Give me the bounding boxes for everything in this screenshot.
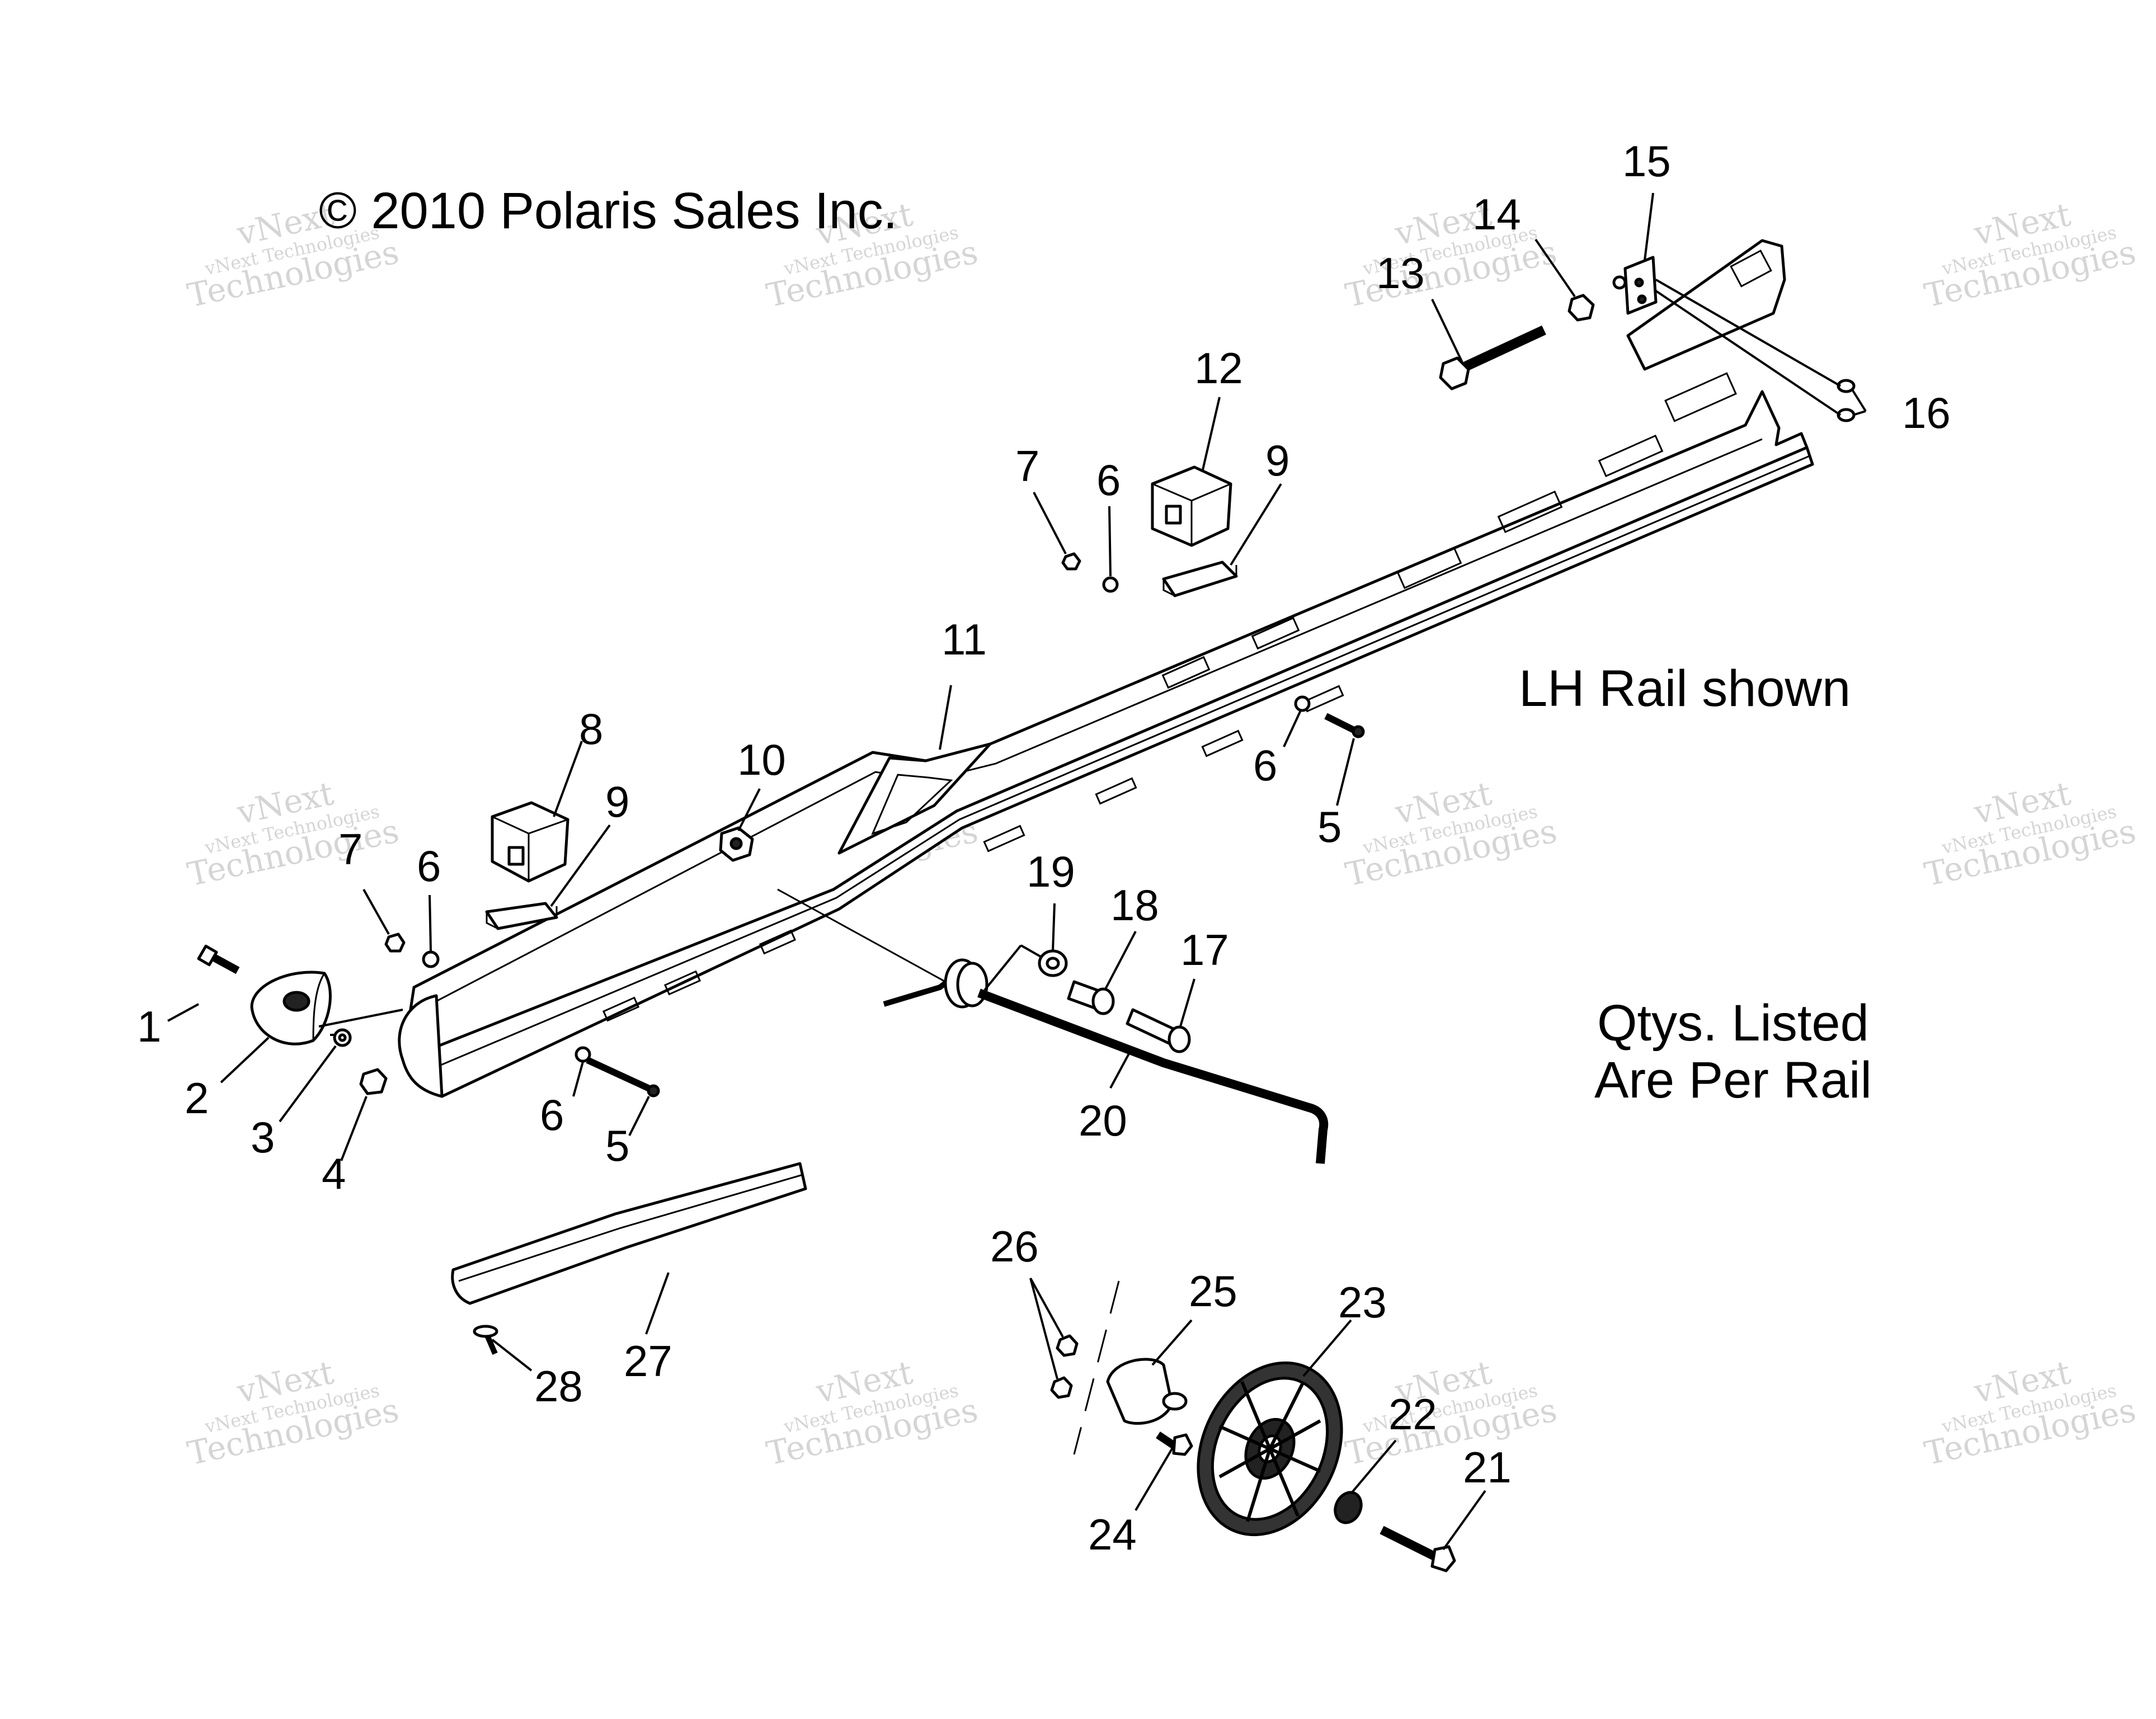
callout-6-right: 6 (1253, 741, 1277, 790)
callout-18: 18 (1110, 880, 1159, 930)
part-9-bracket-left (485, 902, 558, 930)
part-10-nut (719, 826, 754, 862)
leader-lines (167, 192, 1867, 1551)
callout-4: 4 (322, 1149, 346, 1198)
watermark: vNext vNext Technologies Technologies (1921, 1353, 2139, 1473)
callout-5-lower: 5 (605, 1121, 629, 1170)
part-6-washer-left (422, 950, 440, 968)
part-4-nut (359, 1068, 388, 1095)
callout-15: 15 (1622, 136, 1671, 186)
callout-1: 1 (137, 1002, 161, 1051)
callout-10: 10 (737, 735, 786, 784)
watermark: vNext vNext Technologies Technologies (184, 1353, 402, 1473)
callout-6-lower: 6 (540, 1090, 564, 1139)
callout-17: 17 (1180, 925, 1229, 974)
watermark: vNext vNext Technologies Technologies (184, 774, 402, 894)
watermark: vNext vNext Technologies Technologies (1342, 195, 1560, 315)
rail-slots (602, 372, 1737, 1022)
copyright-text: © 2010 Polaris Sales Inc. (319, 182, 897, 239)
callout-25: 25 (1189, 1266, 1237, 1316)
callout-24: 24 (1088, 1510, 1137, 1559)
callout-3: 3 (251, 1113, 275, 1162)
part-3-washer-hole (338, 1033, 347, 1042)
part-18-bushing (1067, 980, 1115, 1015)
part-9-bracket-right (1162, 561, 1238, 597)
part-21-bolt (1380, 1525, 1456, 1572)
part-7-nut-right (1061, 552, 1081, 571)
watermark: vNext vNext Technologies Technologies (1921, 774, 2139, 894)
part-27-wear-strip (451, 1162, 807, 1305)
part-1-bolt (197, 944, 240, 974)
part-24-bolt (1156, 1431, 1193, 1456)
callout-23: 23 (1338, 1278, 1387, 1327)
callout-9-right: 9 (1265, 436, 1289, 485)
callout-26: 26 (990, 1222, 1039, 1271)
part-22-washer (1334, 1491, 1363, 1524)
callout-20: 20 (1079, 1096, 1127, 1145)
watermark: vNext vNext Technologies Technologies (1342, 1353, 1560, 1473)
callout-7-upper: 7 (1015, 441, 1039, 491)
slide-rail (398, 239, 1814, 1098)
qty-note-line2: Are Per Rail (1594, 1052, 1872, 1109)
callout-19: 19 (1027, 847, 1075, 896)
part-7-nut-left (384, 933, 406, 953)
part-23-idler-wheel (1197, 1361, 1343, 1537)
part-12-bumper (1151, 465, 1232, 547)
part-6-washer-right (1294, 695, 1311, 712)
part-20-spring (777, 888, 1329, 1164)
callout-2: 2 (185, 1073, 209, 1123)
callout-14: 14 (1472, 190, 1521, 239)
callout-7-left: 7 (338, 825, 363, 874)
part-28-screw (473, 1325, 498, 1355)
centerline (1073, 1280, 1120, 1455)
callout-12: 12 (1194, 343, 1243, 393)
watermark: vNext vNext Technologies Technologies (1921, 195, 2139, 315)
watermark: vNext vNext Technologies Technologies (763, 1353, 981, 1473)
part-6-washer-upper (1102, 576, 1119, 593)
callout-5-right: 5 (1317, 802, 1341, 851)
part-26-nut-a (1056, 1334, 1079, 1357)
part-25-axle-mount (1106, 1358, 1188, 1425)
part-6-washer-lower (575, 1046, 591, 1063)
callout-13: 13 (1376, 248, 1425, 298)
part-5-bolt-lower (586, 1057, 660, 1098)
callout-6-upper: 6 (1096, 455, 1121, 505)
callout-9-left: 9 (605, 777, 629, 826)
part-19-washer (1038, 949, 1068, 977)
callout-8: 8 (579, 704, 603, 753)
callout-21: 21 (1463, 1443, 1512, 1492)
callout-6-left: 6 (417, 841, 441, 891)
callout-22: 22 (1388, 1390, 1437, 1439)
watermark: vNext vNext Technologies Technologies (1342, 774, 1560, 894)
callout-11: 11 (942, 615, 987, 664)
qty-note-line1: Qtys. Listed (1597, 995, 1869, 1052)
part-13-bolt (1439, 325, 1546, 390)
rail-shown-note: LH Rail shown (1519, 660, 1851, 717)
part-15-plate (1612, 256, 1658, 315)
part-8-bumper (491, 801, 569, 883)
part-26-nut-b (1050, 1376, 1073, 1399)
callout-labels: 1 2 3 4 5 5 6 6 6 6 7 7 8 9 9 10 11 12 1… (137, 136, 1951, 1559)
part-17-spacer (1126, 1008, 1191, 1053)
callout-16: 16 (1902, 388, 1951, 437)
callout-27: 27 (624, 1336, 672, 1386)
part-2-block (250, 971, 332, 1045)
part-14-nut (1567, 294, 1595, 322)
part-5-bolt-right (1324, 713, 1365, 738)
callout-28: 28 (534, 1362, 583, 1411)
